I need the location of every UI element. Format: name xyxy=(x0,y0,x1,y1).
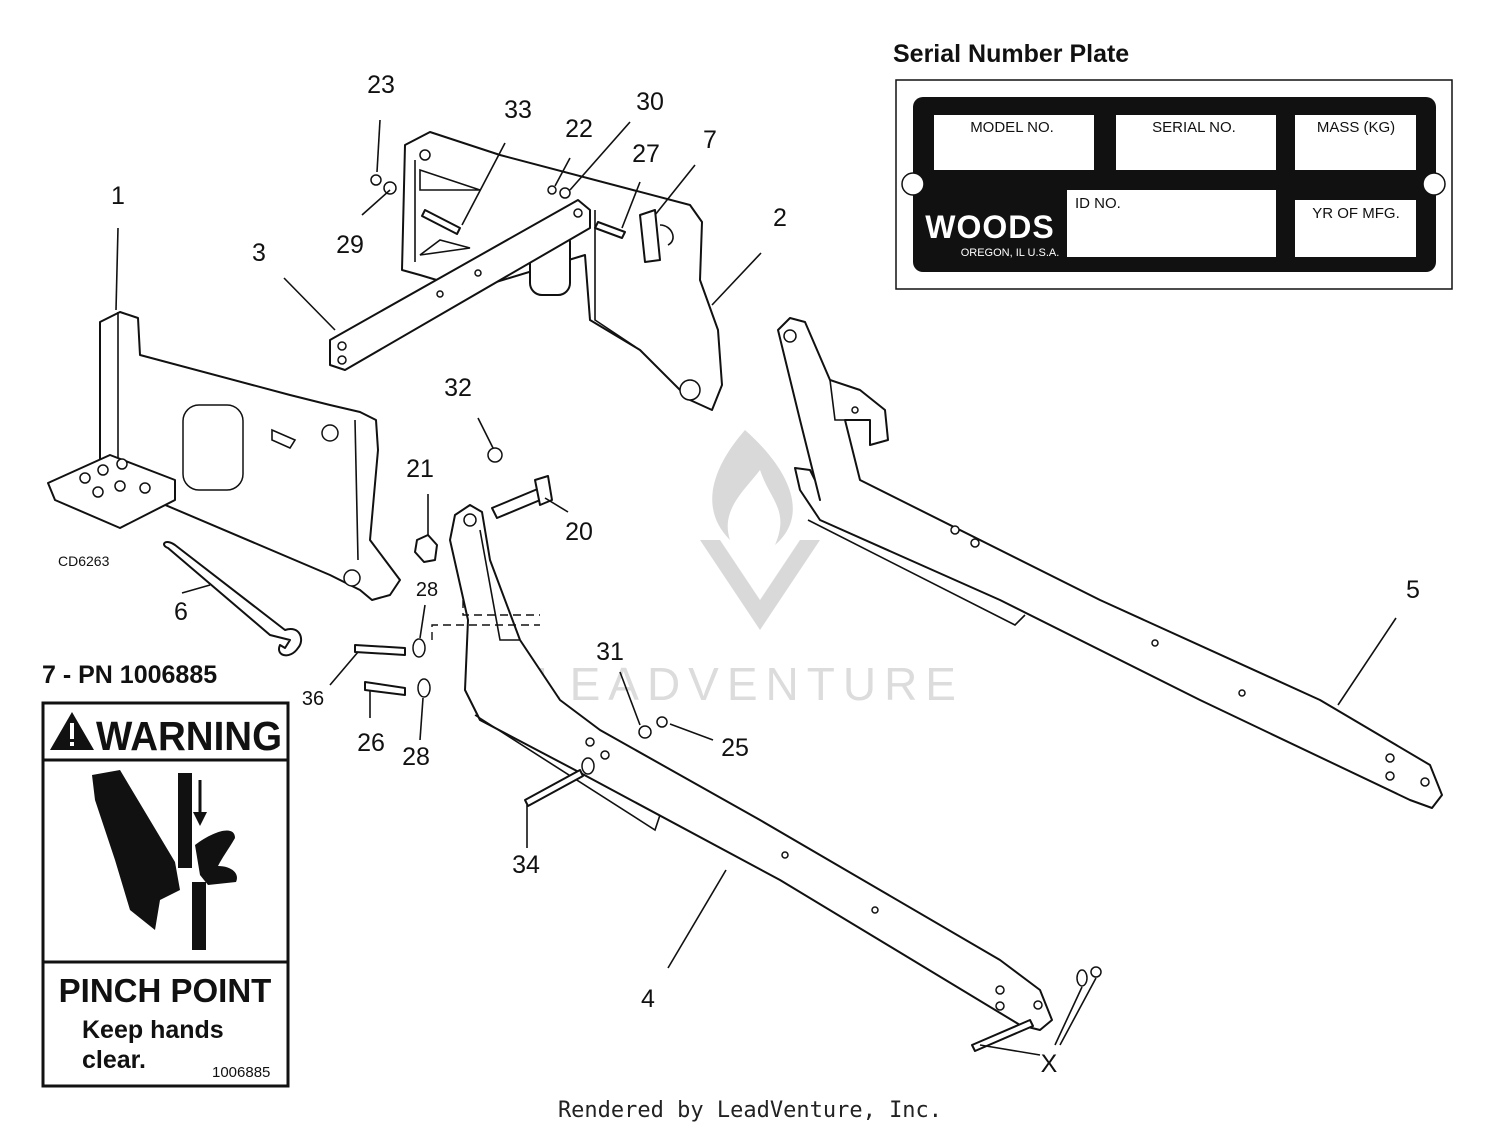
part-1-front-mount xyxy=(47,311,401,601)
serial-box xyxy=(1116,115,1276,170)
callout-30: 30 xyxy=(636,88,664,116)
instruction-line-1: Keep hands xyxy=(82,1016,224,1044)
hazard-text: PINCH POINT xyxy=(59,972,272,1009)
year-box xyxy=(1295,200,1416,257)
callout-2: 2 xyxy=(773,204,787,232)
brand-location: OREGON, IL U.S.A. xyxy=(961,247,1060,259)
pinch-point-icon xyxy=(92,770,238,950)
model-label: MODEL NO. xyxy=(970,119,1054,136)
callout-28b: 28 xyxy=(402,743,430,771)
part-4-arm xyxy=(449,504,1053,1031)
serial-plate-heading: Serial Number Plate xyxy=(893,40,1129,68)
mass-box xyxy=(1295,115,1416,170)
callout-1: 1 xyxy=(111,182,125,210)
dashed-guides xyxy=(431,600,540,640)
footer-credit: Rendered by LeadVenture, Inc. xyxy=(558,1098,942,1123)
callout-36: 36 xyxy=(302,688,324,710)
callout-33: 33 xyxy=(504,96,532,124)
part-2-mount-plate xyxy=(401,131,723,411)
callout-27: 27 xyxy=(632,140,660,168)
callout-22: 22 xyxy=(565,115,593,143)
callout-4: 4 xyxy=(641,985,655,1013)
callout-29: 29 xyxy=(336,231,364,259)
callout-23: 23 xyxy=(367,71,395,99)
decal-part-ref: 7 - PN 1006885 xyxy=(42,661,217,689)
watermark-text: LEADVENTURE xyxy=(536,658,964,710)
hardware xyxy=(354,174,1102,1052)
callout-21: 21 xyxy=(406,455,434,483)
warning-triangle-icon xyxy=(50,712,94,750)
woods-logo: WOODS xyxy=(925,209,1054,245)
instruction-line-2: clear. xyxy=(82,1046,146,1074)
callout-6: 6 xyxy=(174,598,188,626)
callout-28a: 28 xyxy=(416,579,438,601)
diagram-code: CD6263 xyxy=(58,553,110,569)
watermark: LEADVENTURE xyxy=(536,430,964,710)
decal-number: 1006885 xyxy=(212,1064,270,1081)
callouts: 1 2 3 4 5 6 7 20 21 22 23 25 26 27 28 28… xyxy=(58,71,1420,1078)
mount-hole-right xyxy=(1422,172,1446,196)
callout-25: 25 xyxy=(721,734,749,762)
callout-34: 34 xyxy=(512,851,540,879)
warning-signal-word: WARNING xyxy=(96,713,282,759)
warning-decal: 7 - PN 1006885 WARNING PINCH POINT Keep … xyxy=(41,661,290,1088)
id-label: ID NO. xyxy=(1075,195,1121,212)
mass-label: MASS (KG) xyxy=(1317,119,1395,136)
part-6-wrench xyxy=(163,541,303,657)
year-label: YR OF MFG. xyxy=(1312,205,1400,222)
part-5-arm xyxy=(777,317,1443,809)
id-box xyxy=(1067,190,1276,257)
callout-26: 26 xyxy=(357,729,385,757)
leader-lines xyxy=(115,119,1397,1056)
callout-3: 3 xyxy=(252,239,266,267)
part-3-bar xyxy=(329,199,591,371)
callout-20: 20 xyxy=(565,518,593,546)
serial-number-plate: Serial Number Plate MODEL NO. SERIAL NO.… xyxy=(893,40,1453,290)
part-7-decal xyxy=(639,209,674,263)
callout-32: 32 xyxy=(444,374,472,402)
callout-x: X xyxy=(1041,1050,1058,1078)
mount-hole-left xyxy=(901,172,925,196)
model-box xyxy=(934,115,1094,170)
callout-31: 31 xyxy=(596,638,624,666)
callout-7: 7 xyxy=(703,126,717,154)
callout-5: 5 xyxy=(1406,576,1420,604)
serial-label: SERIAL NO. xyxy=(1152,119,1236,136)
